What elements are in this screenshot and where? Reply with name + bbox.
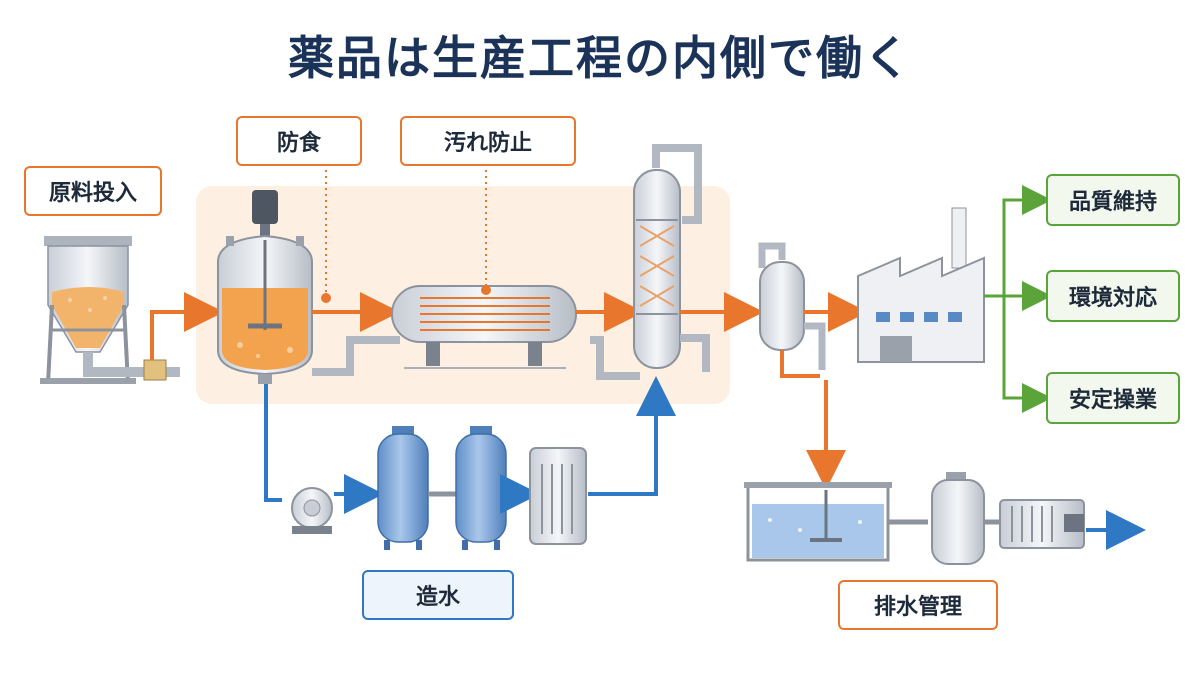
distillation-column <box>633 144 710 372</box>
water-line-down <box>264 384 282 502</box>
separator-vessel <box>758 242 826 378</box>
label-raw-input: 原料投入 <box>24 166 162 216</box>
exchanger-bottom-pipe <box>590 336 640 380</box>
label-wastewater: 排水管理 <box>838 580 998 630</box>
water-tank-2 <box>455 426 507 550</box>
reactor-tank <box>217 190 313 384</box>
raw-material-hopper <box>40 236 180 385</box>
water-line-up <box>588 376 676 496</box>
water-filter-unit <box>529 447 587 545</box>
heat-exchanger <box>391 285 577 369</box>
label-quality: 品質維持 <box>1046 174 1180 226</box>
page-title: 薬品は生産工程の内側で働く <box>288 31 912 85</box>
wastewater-basin <box>744 482 892 562</box>
reactor-return-pipe <box>312 336 400 376</box>
output-arrows <box>984 185 1052 413</box>
factory-building <box>857 207 985 363</box>
water-pump <box>291 487 333 534</box>
label-anticorrosion: 防食 <box>236 116 362 166</box>
label-water-production: 造水 <box>362 570 514 620</box>
label-stable-operation: 安定操業 <box>1046 372 1180 424</box>
label-antifouling: 汚れ防止 <box>400 116 576 166</box>
label-environment: 環境対応 <box>1046 270 1180 322</box>
wastewater-tank <box>931 472 985 565</box>
water-tank-1 <box>377 426 429 550</box>
filter-press <box>999 499 1085 549</box>
flow-arrow-feed <box>150 292 224 360</box>
